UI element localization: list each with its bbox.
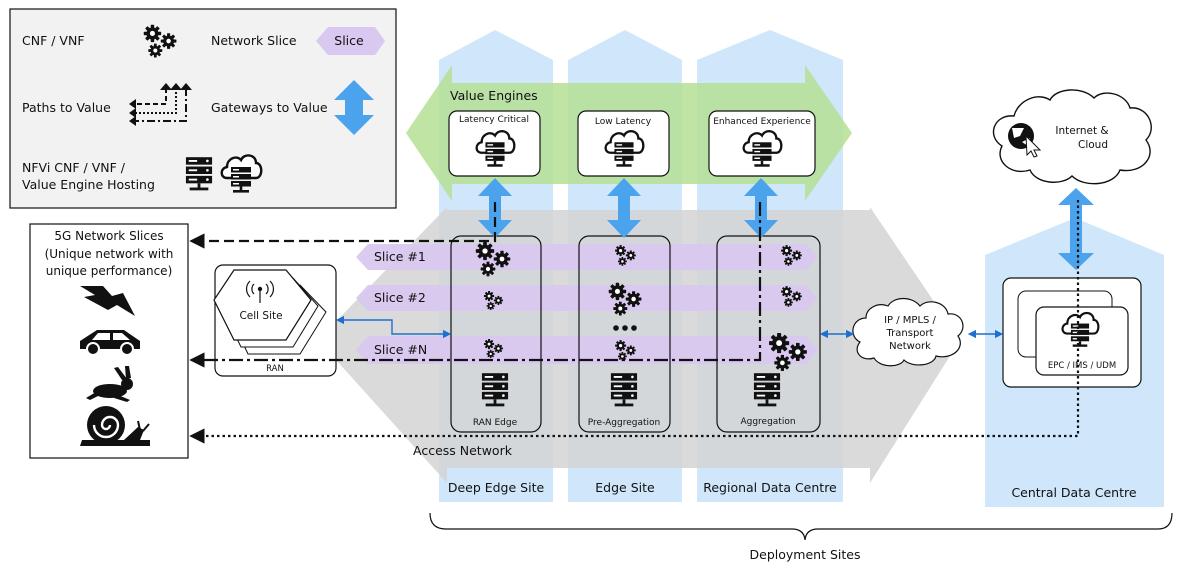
slice-legend-arrow: [316, 27, 385, 55]
antenna-icon: [246, 280, 274, 303]
ran-box: Cell Site RAN: [213, 264, 337, 377]
ip-mpls-cloud: IP / MPLS / Transport Network: [852, 297, 964, 367]
slice-2-band: [356, 285, 818, 311]
legend-nfvi-line2: Value Engine Hosting: [22, 177, 155, 192]
internet-cloud: Internet & Cloud: [992, 89, 1152, 185]
ran-to-edge-link: [335, 315, 452, 339]
legend-network-slice-label: Network Slice: [211, 33, 297, 48]
central-dc-box: EPC / IMS / UDM: [1002, 277, 1142, 388]
network-links: [335, 315, 1004, 339]
paths-to-value-icon: [129, 83, 192, 126]
slice-n-label: Slice #N: [374, 342, 427, 357]
edge-site-label: Edge Site: [595, 480, 655, 495]
gateway-legend-arrow: [334, 80, 374, 135]
access-network-label: Access Network: [413, 443, 513, 458]
slice-2-label: Slice #2: [374, 290, 426, 305]
path-dotted: [189, 200, 1080, 444]
car-icon: [80, 330, 140, 356]
snail-icon: [80, 406, 150, 446]
network-slices-panel: 5G Network Slices (Unique network with u…: [29, 223, 189, 459]
internet-line2: Cloud: [1078, 139, 1108, 151]
value-engines-title: Value Engines: [450, 88, 538, 103]
gateway-arrow-central: [1058, 188, 1094, 270]
slices-panel-subtitle-1: (Unique network with: [45, 247, 174, 261]
ran-label: RAN: [266, 364, 284, 374]
enhanced-experience-label: Enhanced Experience: [713, 117, 811, 127]
ip-mpls-line1: IP / MPLS /: [884, 315, 936, 326]
central-site-label: Central Data Centre: [1011, 485, 1136, 500]
legend-cnf-label: CNF / VNF: [22, 33, 85, 48]
node-servers: RAN Edge Pre-Aggregation Aggregation: [473, 373, 796, 428]
low-latency-label: Low Latency: [595, 117, 652, 127]
ran-edge-label: RAN Edge: [473, 418, 518, 428]
regional-site-label: Regional Data Centre: [703, 480, 837, 495]
cnf-gears: [476, 242, 807, 371]
value-engine-boxes: Latency Critical Low Latency Enhanced Ex…: [448, 88, 816, 177]
globe-cursor-icon: [1008, 123, 1042, 158]
latency-critical-label: Latency Critical: [459, 115, 529, 125]
legend-slice-label: Slice: [334, 33, 364, 48]
ip-mpls-line3: Network: [889, 341, 931, 352]
ip-mpls-line2: Transport: [886, 328, 934, 339]
gateway-arrow-edge: [607, 178, 641, 238]
more-dots: [613, 325, 637, 331]
internet-line1: Internet &: [1055, 125, 1108, 137]
slice-1-band: [356, 244, 818, 270]
epc-label: EPC / IMS / UDM: [1048, 361, 1116, 371]
slice-1-label: Slice #1: [374, 249, 426, 264]
path-dashdot: [189, 202, 762, 368]
lightning-icon: [80, 286, 135, 316]
legend-box: CNF / VNF Network Slice Slice Paths to V…: [9, 8, 397, 209]
legend-paths-label: Paths to Value: [22, 100, 111, 115]
deep-edge-site-label: Deep Edge Site: [448, 480, 545, 495]
aggregation-label: Aggregation: [740, 417, 795, 427]
legend-nfvi-line1: NFVi CNF / VNF /: [22, 160, 126, 175]
slice-arrows: Slice #1 Slice #2 Slice #N: [356, 244, 818, 364]
path-dashed: [189, 202, 497, 249]
slices-panel-title: 5G Network Slices: [54, 229, 163, 243]
slices-panel-subtitle-2: unique performance): [46, 264, 173, 278]
cell-site-label: Cell Site: [239, 310, 282, 322]
pre-aggregation-label: Pre-Aggregation: [588, 418, 660, 428]
cell-site-hexagon: [213, 269, 312, 341]
slice-n-band: [356, 336, 818, 364]
legend-gateways-label: Gateways to Value: [211, 100, 328, 115]
paths-to-value: [189, 200, 1080, 444]
rabbit-icon: [86, 366, 133, 402]
deployment-sites-brace: [429, 512, 1173, 541]
deployment-sites-label: Deployment Sites: [750, 547, 861, 562]
